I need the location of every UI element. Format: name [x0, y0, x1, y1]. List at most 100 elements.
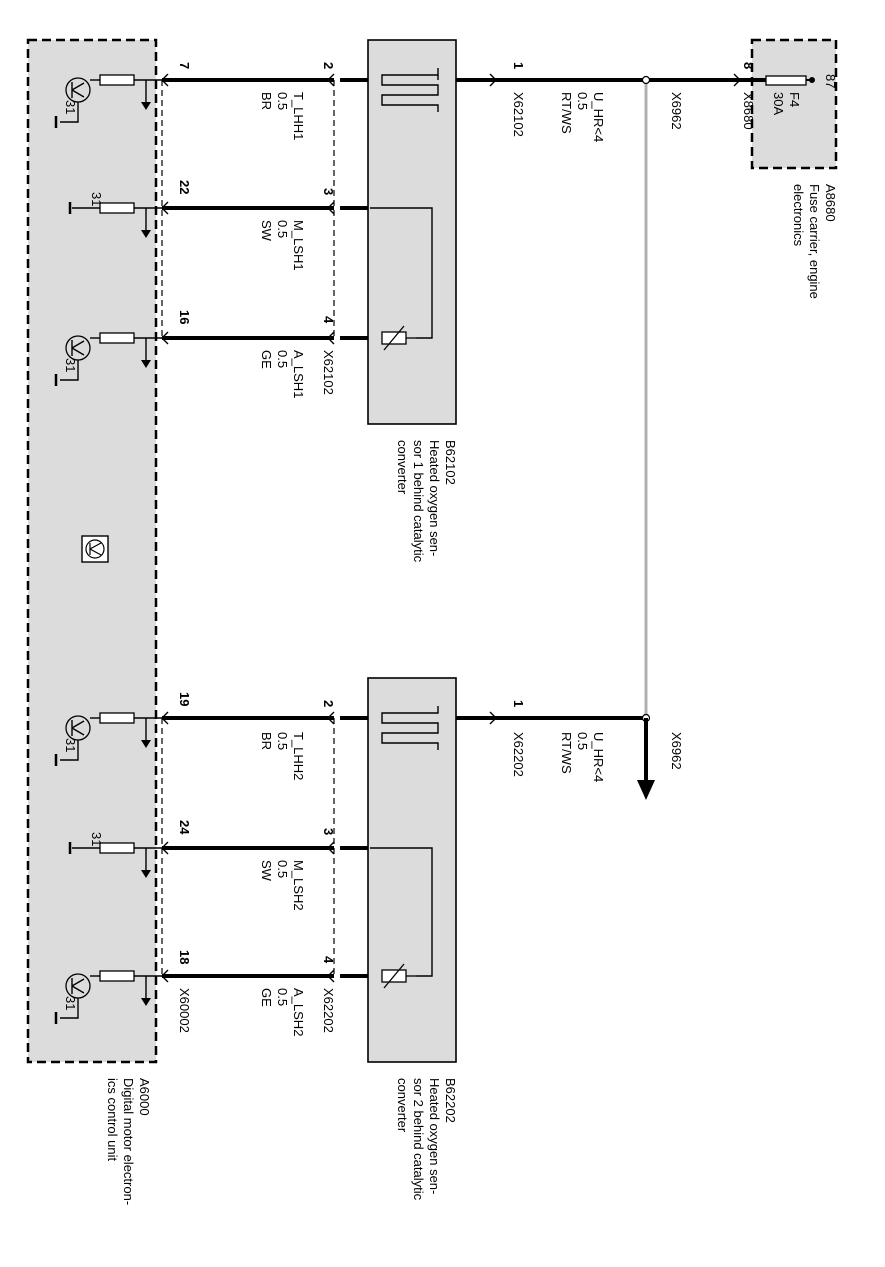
ground-arrow-icon — [141, 998, 151, 1006]
ground-arrow-icon — [141, 740, 151, 748]
s1-line1-signal: T_LHH1 — [291, 92, 306, 140]
transistor-symbol — [71, 340, 85, 356]
resistor-icon — [99, 970, 135, 982]
s1-line2-gauge: 0.5 — [275, 220, 290, 238]
s2-line2-gauge: 0.5 — [275, 860, 290, 878]
sensor1-name-line1: Heated oxygen sen- — [427, 440, 442, 556]
ecu-ground-wire — [60, 740, 79, 761]
connector-chevron-icon — [489, 711, 497, 725]
ground-label: 31 — [63, 358, 78, 372]
s1-line2-ecu-pin: 22 — [177, 180, 192, 194]
fuse-name: F4 — [787, 92, 802, 107]
resistor-icon — [99, 202, 135, 214]
resistor-icon — [99, 74, 135, 86]
s2-line1-signal: T_LHH2 — [291, 732, 306, 780]
sensor1-supply-color: RT/WS — [559, 92, 574, 134]
s2-line2-sensor-pin: 3 — [321, 828, 336, 835]
sensor2-name-line2: sor 2 behind catalytic — [411, 1078, 426, 1201]
connector-chevron-icon — [161, 331, 169, 345]
s1-line3-color: GE — [259, 350, 274, 369]
transistor-symbol — [71, 82, 85, 98]
s2-line2-signal: M_LSH2 — [291, 860, 306, 911]
resistor-icon — [99, 842, 135, 854]
s1-line2-sensor-pin: 3 — [321, 188, 336, 195]
ground-label: 31 — [63, 100, 78, 114]
sensor1-supply-signal: U_HR<4 — [591, 92, 606, 142]
s2-line3-signal: A_LSH2 — [291, 988, 306, 1036]
fuse-carrier-name-line1: Fuse carrier, engine — [807, 184, 822, 299]
sensor2-name-line3: converter — [395, 1078, 410, 1133]
s2-line2-ecu-pin: 24 — [177, 820, 192, 835]
fuse-carrier-name-line2: electronics — [791, 184, 806, 247]
sensor1-probe-icon — [381, 325, 416, 351]
s1-line2-color: SW — [259, 220, 274, 242]
ecu-ground-wire — [60, 998, 79, 1019]
ground-label: 31 — [89, 192, 104, 206]
connector-chevron-icon — [489, 73, 497, 87]
connector-chevron-icon — [327, 73, 335, 87]
splice-node-top — [641, 75, 651, 85]
transistor-symbol — [71, 720, 85, 736]
connector-chevron-icon — [327, 201, 335, 215]
s2-line1-sensor-pin: 2 — [321, 700, 336, 707]
ecu-name-line2: ics control unit — [105, 1078, 120, 1161]
splice-label-bottom: X6962 — [669, 732, 684, 770]
sensor2-supply-pin: 1 — [511, 700, 526, 707]
connector-chevron-icon — [733, 73, 741, 87]
ecu-transistor-symbol-icon — [81, 535, 109, 563]
resistor-icon — [99, 332, 135, 344]
sensor1-supply-pin: 1 — [511, 62, 526, 69]
resistor-icon — [99, 712, 135, 724]
sensor1-id: B62102 — [443, 440, 458, 485]
ecu-ground-wire — [60, 102, 79, 123]
fuse-carrier-pin: 8 — [741, 62, 756, 69]
s2-line3-connector: X62202 — [321, 988, 336, 1033]
sensor1-supply-connector: X62102 — [511, 92, 526, 137]
sensor2-name-line1: Heated oxygen sen- — [427, 1078, 442, 1194]
ground-label: 31 — [63, 996, 78, 1010]
s1-line1-gauge: 0.5 — [275, 92, 290, 110]
s2-line3-sensor-pin: 4 — [321, 956, 336, 964]
s2-line1-color: BR — [259, 732, 274, 750]
s2-line3-color: GE — [259, 988, 274, 1007]
sensor2-probe-icon — [381, 963, 416, 989]
sensor2-supply-connector: X62202 — [511, 732, 526, 777]
connector-chevron-icon — [327, 331, 335, 345]
s1-line3-ecu-pin: 16 — [177, 310, 192, 324]
fuse-carrier-connector: X8680 — [741, 92, 756, 130]
sensor1-heater-icon — [381, 68, 439, 112]
connector-chevron-icon — [327, 711, 335, 725]
sensor2-supply-gauge: 0.5 — [575, 732, 590, 750]
s2-line3-ecu-connector: X60002 — [177, 988, 192, 1033]
s1-line3-sensor-pin: 4 — [321, 316, 336, 324]
ground-arrow-icon — [141, 360, 151, 368]
s1-line1-ecu-pin: 7 — [177, 62, 192, 69]
s2-line1-gauge: 0.5 — [275, 732, 290, 750]
sensor1-supply-gauge: 0.5 — [575, 92, 590, 110]
s1-line3-signal: A_LSH1 — [291, 350, 306, 398]
ecu-ground-wire — [60, 360, 79, 381]
ground-arrow-icon — [141, 102, 151, 110]
s1-line1-color: BR — [259, 92, 274, 110]
sensor2-id: B62202 — [443, 1078, 458, 1123]
s2-line3-gauge: 0.5 — [275, 988, 290, 1006]
sensor1-name-line3: converter — [395, 440, 410, 495]
s2-line3-ecu-pin: 18 — [177, 950, 192, 964]
splice-continue-arrow-icon — [637, 780, 655, 800]
fuse-carrier-id: A8680 — [823, 184, 838, 222]
sensor2-box — [367, 677, 457, 1063]
ground-arrow-icon — [141, 870, 151, 878]
sensor1-name-line2: sor 1 behind catalytic — [411, 440, 426, 563]
sensor2-supply-color: RT/WS — [559, 732, 574, 774]
connector-chevron-icon — [161, 201, 169, 215]
fuse-carrier-box — [750, 38, 838, 170]
s2-line1-ecu-pin: 19 — [177, 692, 192, 706]
ground-label: 31 — [89, 832, 104, 846]
ecu-name-line1: Digital motor electron- — [121, 1078, 136, 1205]
sensor2-heater-icon — [381, 706, 439, 750]
connector-chevron-icon — [327, 841, 335, 855]
splice-label-top: X6962 — [669, 92, 684, 130]
s1-line3-gauge: 0.5 — [275, 350, 290, 368]
s1-line2-signal: M_LSH1 — [291, 220, 306, 271]
fuse-rating: 30A — [771, 92, 786, 115]
